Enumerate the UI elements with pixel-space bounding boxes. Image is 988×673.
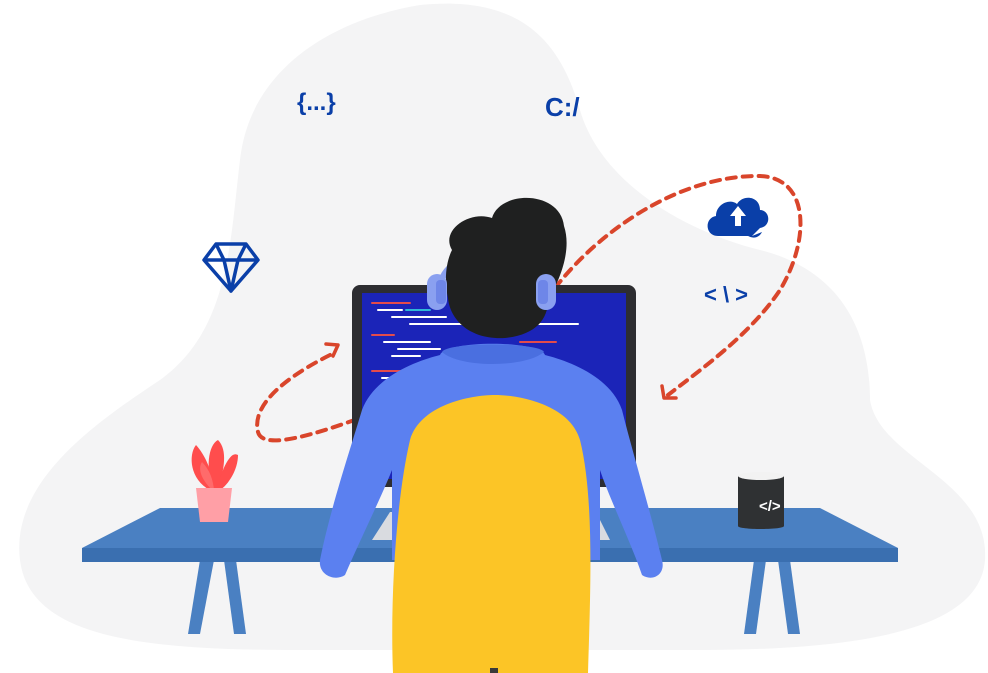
dashed-path-left	[255, 353, 362, 443]
drive-label: C:/	[545, 92, 580, 122]
desk-right-legs	[744, 560, 800, 634]
potted-plant	[191, 440, 238, 522]
dashed-path-right	[553, 173, 803, 397]
person-head	[427, 197, 567, 339]
chair-base-hint	[490, 668, 498, 673]
braces-label: {...}	[297, 89, 336, 116]
mug: </>	[738, 472, 784, 529]
cloud-upload-icon	[707, 197, 769, 238]
code-tag-label: < \ >	[704, 282, 748, 307]
mug-code-label: </>	[759, 498, 781, 515]
desk-left-legs	[188, 560, 246, 634]
dashed-path-right-arrow	[660, 384, 678, 400]
dashed-path-left-arrow	[324, 342, 340, 358]
chair-back	[392, 395, 591, 673]
diamond-icon	[202, 242, 260, 293]
